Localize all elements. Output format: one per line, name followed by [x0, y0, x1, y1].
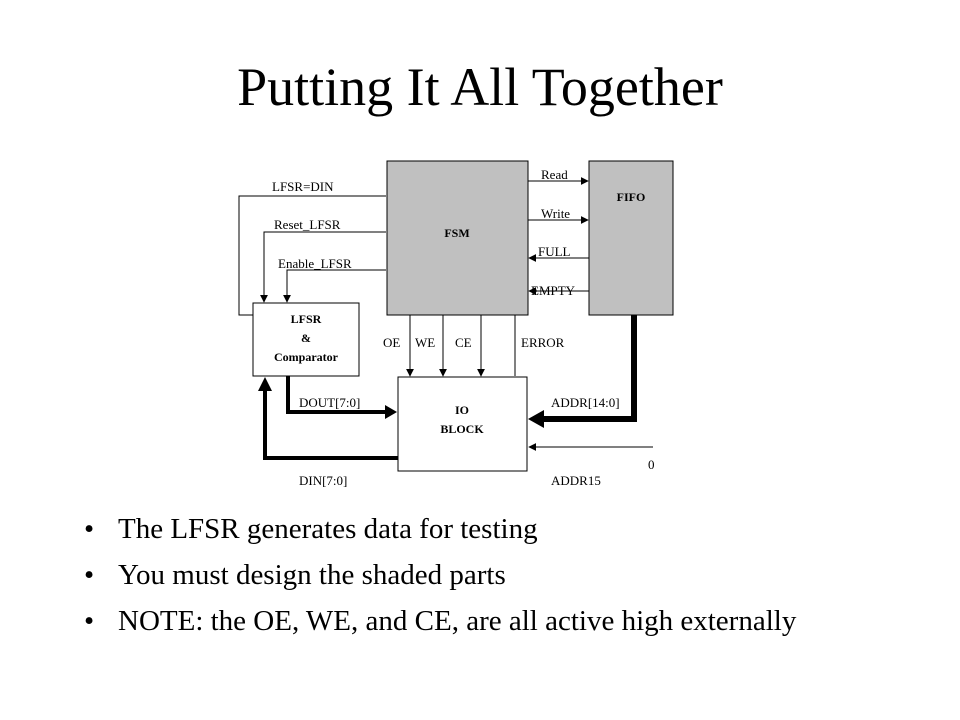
enable-lfsr-wire: [283, 269, 386, 303]
bullet-list: • The LFSR generates data for testing • Yo…: [82, 512, 882, 650]
fsm-block: [386, 160, 529, 316]
din-arrowhead: [258, 377, 272, 391]
fifo-label: FIFO: [617, 190, 646, 204]
din-bus: [263, 390, 398, 460]
addr-label: ADDR[14:0]: [551, 395, 620, 410]
bullet-marker: •: [84, 559, 95, 591]
bullet-marker: •: [84, 605, 95, 637]
lfsr-din-wire: [238, 195, 386, 316]
dout-bus: [286, 376, 386, 414]
addr-bus: [543, 315, 637, 422]
full-label: FULL: [538, 244, 571, 259]
bullet-item: • You must design the shaded parts: [82, 558, 882, 592]
io-label-line1: IO: [455, 403, 469, 417]
empty-label: EMPTY: [531, 283, 576, 298]
slide-title: Putting It All Together: [237, 57, 723, 117]
dout-label: DOUT[7:0]: [299, 395, 360, 410]
din-label: DIN[7:0]: [299, 473, 347, 488]
oe-label: OE: [383, 335, 400, 350]
bullet-text: You must design the shaded parts: [118, 559, 506, 591]
error-label: ERROR: [521, 335, 565, 350]
bullet-text: NOTE: the OE, WE, and CE, are all active…: [118, 605, 797, 637]
addr-arrowhead: [528, 410, 544, 428]
bullet-item: • NOTE: the OE, WE, and CE, are all activ…: [82, 604, 882, 638]
fifo-block: [588, 160, 674, 316]
bullet-marker: •: [84, 513, 95, 545]
reset-lfsr-wire: [260, 231, 386, 303]
dout-arrowhead: [385, 405, 397, 419]
io-label-line2: BLOCK: [440, 422, 484, 436]
zero-label: 0: [648, 457, 655, 472]
lfsr-label-line3: Comparator: [274, 350, 339, 364]
read-label: Read: [541, 167, 568, 182]
lfsr-label-line1: LFSR: [291, 312, 322, 326]
bullet-text: The LFSR generates data for testing: [118, 513, 538, 545]
bullet-item: • The LFSR generates data for testing: [82, 512, 882, 546]
ce-label: CE: [455, 335, 472, 350]
lfsr-comparator-block: [252, 302, 360, 377]
lfsr-label-line2: &: [301, 331, 311, 345]
addr15-label: ADDR15: [551, 473, 601, 488]
reset-lfsr-label: Reset_LFSR: [274, 217, 341, 232]
enable-lfsr-label: Enable_LFSR: [278, 256, 352, 271]
lfsr-din-label: LFSR=DIN: [272, 179, 334, 194]
write-label: Write: [541, 206, 570, 221]
io-block: [397, 376, 528, 472]
fsm-label: FSM: [444, 226, 469, 240]
we-label: WE: [415, 335, 435, 350]
